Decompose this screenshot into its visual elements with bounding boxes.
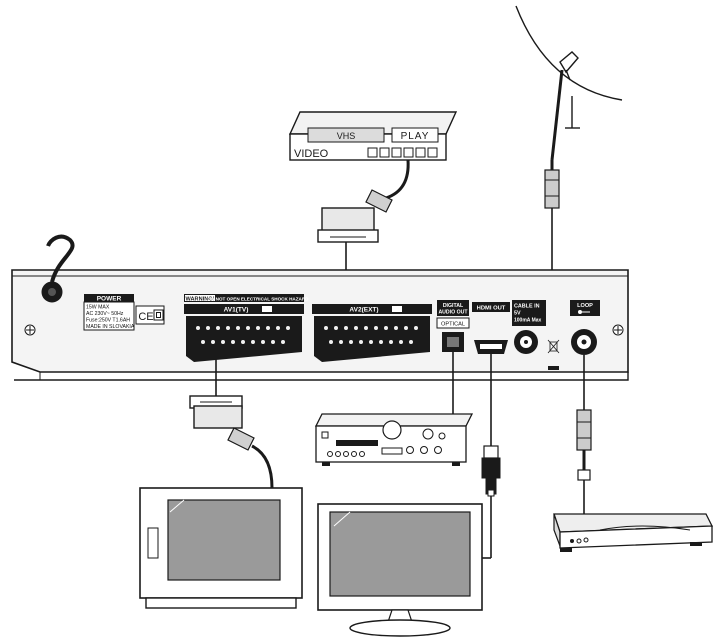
amp-knobs [327, 446, 442, 457]
cable-in-port: CABLE IN 5V 100mA Max [512, 300, 560, 370]
vcr-display [391, 127, 439, 143]
screw-icon [24, 324, 36, 336]
tv-scart-cable [189, 356, 274, 489]
av1-tv-port: AV1(TV) [184, 304, 304, 362]
power-spec-line: MADE IN SLOVAKIA [86, 324, 135, 330]
power-spec-line: AC 230V~ 50Hz [86, 311, 124, 317]
hdmi-out-port: HDMI OUT [472, 302, 510, 354]
cable-in-label: 100mA Max [514, 318, 542, 324]
digital-audio-label: AUDIO OUT [438, 310, 468, 316]
vcr-scart-cable [317, 159, 410, 302]
scart-pins [324, 326, 418, 344]
vcr-device: VHS PLAY VIDEO [288, 111, 458, 161]
hdmi-label: HDMI OUT [477, 306, 506, 312]
power-spec-line: 15W MAX [86, 305, 110, 311]
loop-label: LOOP [577, 303, 593, 309]
power-cord [41, 234, 75, 303]
cable-in-label: 5V [514, 311, 521, 317]
av2-label: AV2(EXT) [349, 307, 378, 314]
weee-bin-icon [547, 339, 560, 354]
warning-badge: WARNING! [186, 297, 215, 303]
optical-label: OPTICAL [441, 322, 465, 328]
vcr-label: VIDEO [294, 148, 329, 160]
tv-left [139, 487, 303, 609]
scart-pins [196, 326, 290, 344]
double-insulation-icon [153, 309, 164, 321]
tv-hdmi [317, 503, 483, 637]
cable-in-label: CABLE IN [514, 304, 540, 310]
screw-icon [612, 324, 624, 336]
warning-text: DO NOT OPEN ELECTRICAL SHOCK HAZARD [208, 297, 310, 302]
vcr-display-text: PLAY [401, 131, 430, 142]
digital-audio-label: DIGITAL [443, 303, 464, 309]
digital-audio-out-port: DIGITAL AUDIO OUT OPTICAL [436, 300, 470, 352]
audio-amplifier [314, 413, 474, 466]
vcr-brand-label: VHS [337, 131, 356, 141]
av2-ext-port: AV2(EXT) [312, 304, 432, 362]
power-title: POWER [97, 296, 122, 303]
hdmi-cable [480, 354, 501, 559]
warning-label: WARNING! DO NOT OPEN ELECTRICAL SHOCK HA… [184, 294, 309, 303]
satellite-dish [515, 5, 623, 129]
power-spec-line: Fuse:250V T1.6AH [86, 318, 130, 324]
vcr-buttons [367, 147, 438, 158]
loop-port: LOOP [570, 300, 600, 355]
vcr-brand-box [307, 127, 385, 143]
loop-cable [576, 355, 592, 514]
ce-mark: CE [138, 311, 153, 323]
power-info-panel: POWER 15W MAX AC 230V~ 50Hz Fuse:250V T1… [83, 294, 165, 331]
second-receiver [553, 513, 714, 552]
av1-label: AV1(TV) [224, 307, 249, 314]
